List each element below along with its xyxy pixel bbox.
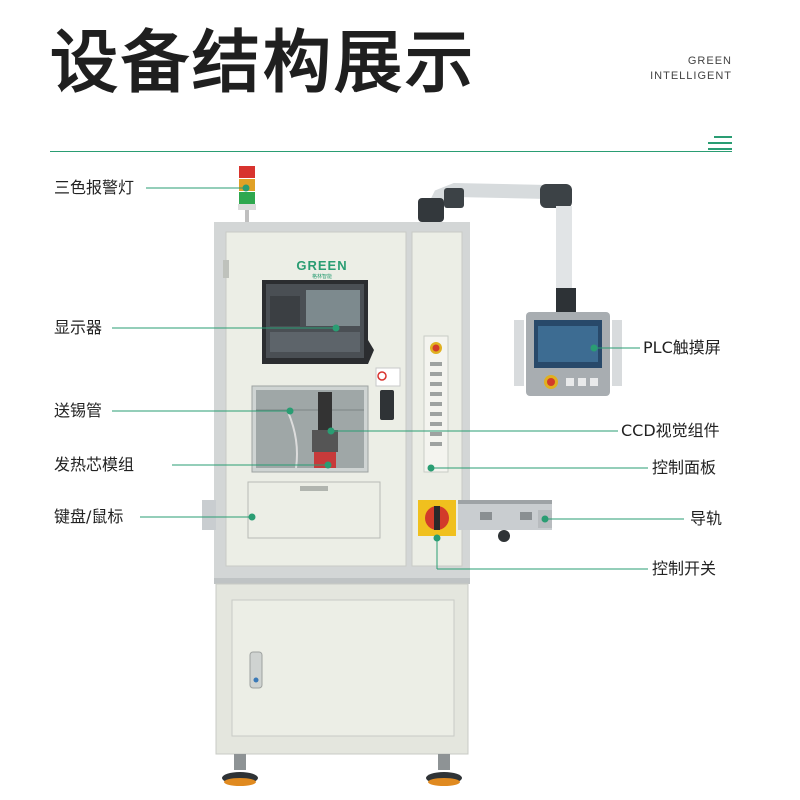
control-panel-graphic [423, 335, 449, 473]
machine-logo-sub: 格林智能 [312, 273, 332, 280]
machine-logo: GREEN [296, 258, 347, 273]
label-heating-core: 发热芯模组 [54, 455, 135, 474]
brand-text: GREEN INTELLIGENT [650, 54, 732, 84]
callout-lines [112, 184, 684, 570]
label-tower-light: 三色报警灯 [54, 178, 135, 197]
label-monitor: 显示器 [54, 318, 103, 337]
label-tin-feed-tube: 送锡管 [54, 401, 103, 420]
work-window [251, 385, 369, 473]
label-keyboard-mouse: 键盘/鼠标 [54, 507, 124, 526]
label-plc-touchscreen: PLC触摸屏 [643, 338, 721, 357]
label-control-switch: 控制开关 [652, 559, 717, 578]
plc-touchscreen-graphic [514, 312, 622, 396]
label-guide-rail: 导轨 [690, 509, 723, 528]
page-title: 设备结构展示 [50, 24, 477, 103]
swing-arm [418, 182, 576, 312]
header-rule [50, 151, 732, 152]
lower-cabinet [214, 578, 470, 755]
control-switch-graphic [418, 500, 456, 536]
brand-line-2: INTELLIGENT [650, 70, 732, 82]
label-control-panel: 控制面板 [652, 458, 717, 477]
tower-light [238, 166, 256, 224]
machine-feet [222, 754, 462, 786]
monitor-graphic [262, 280, 374, 364]
label-ccd-vision: CCD视觉组件 [621, 421, 720, 440]
guide-rail-graphic [202, 500, 552, 542]
menu-icon [708, 136, 732, 152]
brand-line-1: GREEN [687, 55, 732, 67]
